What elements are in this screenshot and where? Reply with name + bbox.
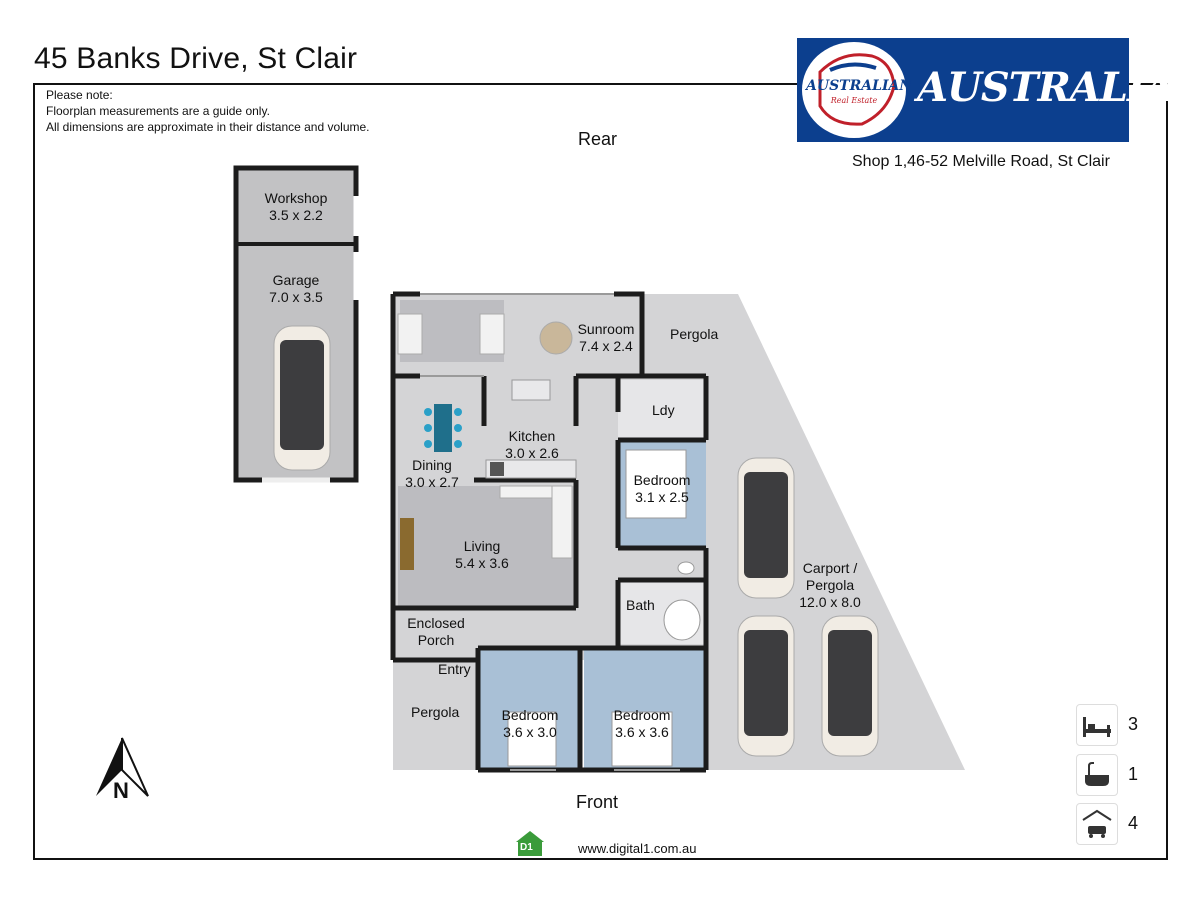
room-sunroom: Sunroom 7.4 x 2.4 [566, 321, 646, 355]
room-name: Bedroom [501, 707, 559, 723]
windows [420, 293, 680, 771]
north-label: N [113, 778, 129, 803]
bedroom-count: 3 [1128, 714, 1139, 734]
note-line: Floorplan measurements are a guide only. [46, 104, 270, 118]
room-name: Kitchen [508, 428, 556, 444]
room-garage: Garage 7.0 x 3.5 [246, 272, 346, 306]
room-name-2: Pergola [805, 577, 855, 593]
room-workshop: Workshop 3.5 x 2.2 [246, 190, 346, 224]
room-name: Sunroom [577, 321, 635, 337]
agency-logo[interactable]: AUSTRALIAN Real Estate AUSTRALIAN [797, 38, 1200, 142]
logo-wordmark: AUSTRALIAN [917, 64, 1200, 111]
car-icon [1076, 803, 1118, 845]
logo-circle-text: AUSTRALIAN [806, 78, 913, 94]
note-line: All dimensions are approximate in their … [46, 120, 370, 134]
note-heading: Please note: [46, 88, 113, 102]
agency-address: Shop 1,46-52 Melville Road, St Clair [852, 153, 1110, 170]
room-bedroom-2: Bedroom 3.6 x 3.0 [490, 707, 570, 741]
room-dims: 3.0 x 2.7 [405, 474, 459, 490]
house-walls [390, 291, 709, 773]
rear-label: Rear [578, 129, 618, 149]
bath-icon [1076, 754, 1118, 796]
room-bath: Bath [626, 597, 655, 613]
room-living: Living 5.4 x 3.6 [442, 538, 522, 572]
room-dims: 3.1 x 2.5 [635, 489, 689, 505]
front-label: Front [576, 792, 619, 812]
room-entry: Entry [438, 661, 471, 677]
room-carport: Carport / Pergola 12.0 x 8.0 [786, 560, 874, 611]
digital1-badge: D1 [520, 842, 533, 853]
page-title: 45 Banks Drive, St Clair [34, 42, 358, 75]
room-dims: 3.6 x 3.6 [615, 724, 669, 740]
room-dims: 12.0 x 8.0 [799, 594, 861, 610]
room-name: Enclosed [407, 615, 465, 631]
parking-count: 4 [1128, 813, 1139, 833]
plan-frame [33, 83, 1168, 860]
logo-circle-subtext: Real Estate [830, 96, 878, 105]
north-arrow-icon [96, 737, 149, 797]
room-name: Carport / [802, 560, 858, 576]
room-name: Bedroom [633, 472, 691, 488]
car-carport-1 [737, 457, 795, 599]
room-pergola-front: Pergola [411, 704, 460, 720]
room-name-2: Porch [417, 632, 455, 648]
room-name: Workshop [264, 190, 328, 206]
room-bedroom-3: Bedroom 3.6 x 3.6 [602, 707, 682, 741]
room-dining: Dining 3.0 x 2.7 [392, 457, 472, 491]
room-dims: 7.0 x 3.5 [269, 289, 323, 305]
front-pergola-floor [393, 660, 477, 770]
room-name: Bedroom [613, 707, 671, 723]
car-carport-2 [737, 615, 795, 757]
room-name: Garage [272, 272, 320, 288]
room-porch: Enclosed Porch [398, 615, 474, 649]
credit-link[interactable]: www.digital1.com.au [578, 841, 697, 856]
room-laundry: Ldy [652, 402, 675, 418]
logo-emblem: AUSTRALIAN Real Estate [802, 42, 913, 138]
room-dims: 7.4 x 2.4 [579, 338, 633, 354]
laundry-floor [618, 380, 706, 438]
room-name: Dining [412, 457, 452, 473]
room-dims: 3.0 x 2.6 [505, 445, 559, 461]
digital1-logo-icon: D1 [515, 829, 545, 857]
car-carport-3 [821, 615, 879, 757]
bed-icon [1076, 704, 1118, 746]
room-bedroom-1: Bedroom 3.1 x 2.5 [622, 472, 702, 506]
room-pergola-rear: Pergola [670, 326, 719, 342]
room-dims: 3.5 x 2.2 [269, 207, 323, 223]
bathroom-count: 1 [1128, 764, 1139, 784]
carport-floor [642, 294, 965, 770]
room-kitchen: Kitchen 3.0 x 2.6 [492, 428, 572, 462]
living-rug [398, 486, 576, 606]
car-garage [273, 325, 331, 471]
room-dims: 5.4 x 3.6 [455, 555, 509, 571]
room-name: Living [463, 538, 501, 554]
room-dims: 3.6 x 3.0 [503, 724, 557, 740]
